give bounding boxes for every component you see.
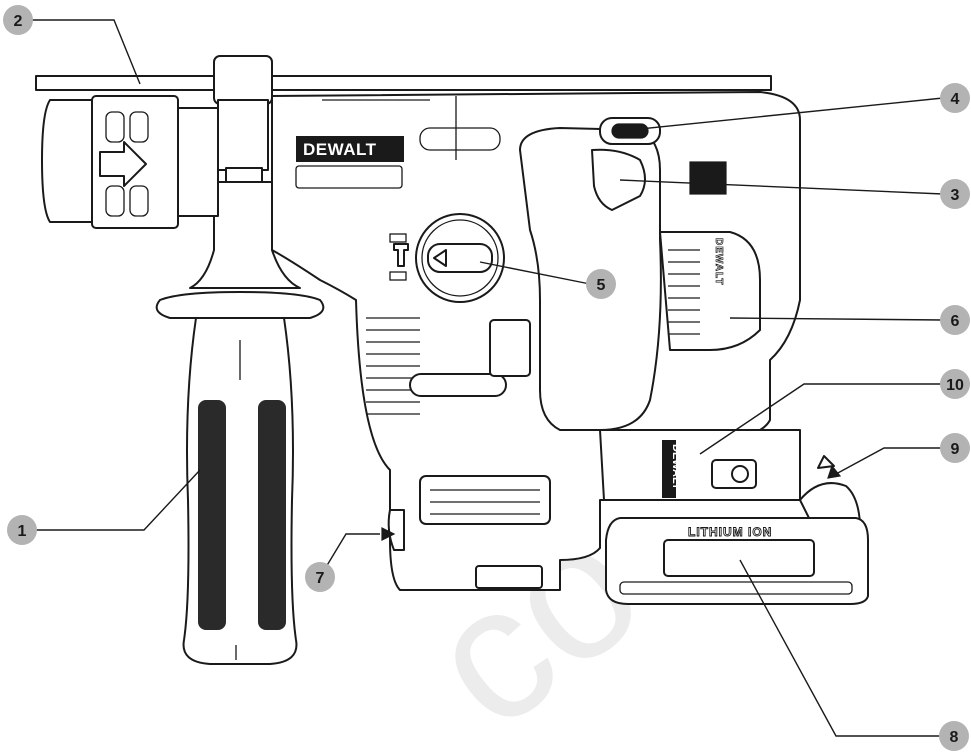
- leader-5: [479, 261, 591, 285]
- callout-10: 10: [940, 369, 970, 399]
- lower-body-details: [387, 475, 551, 589]
- upper-vent: [689, 161, 727, 195]
- leader-10: [699, 383, 943, 455]
- handle-side-label: DEWALT: [713, 238, 724, 285]
- callout-3-number: 3: [951, 187, 960, 204]
- battery-type-label: LITHIUM ION: [688, 525, 772, 539]
- callout-4-number: 4: [951, 91, 960, 108]
- callout-7: 7: [305, 562, 335, 592]
- battery-foot: DEWALT: [599, 429, 862, 541]
- callout-9-number: 9: [951, 441, 960, 458]
- leader-1: [34, 469, 201, 531]
- depth-rod: [35, 75, 772, 91]
- callout-8: 8: [939, 721, 969, 751]
- motor-vents: [366, 317, 531, 415]
- battery-pack: LITHIUM ION: [605, 517, 869, 605]
- hammer-mode-icon: [389, 233, 409, 281]
- leader-lines: [30, 19, 944, 737]
- leader-8: [739, 559, 942, 737]
- callout-2: 2: [3, 5, 33, 35]
- callout-10-number: 10: [946, 377, 964, 394]
- trigger: [591, 148, 646, 211]
- callout-6: 6: [940, 305, 970, 335]
- grip-texture-left: [198, 400, 226, 630]
- grip-texture-right: [258, 400, 286, 630]
- callout-2-number: 2: [14, 13, 23, 30]
- callout-5: 5: [586, 269, 616, 299]
- leader-6: [729, 317, 944, 321]
- logo-plate: [296, 136, 404, 162]
- leader-3: [619, 179, 944, 195]
- foot-logo-plate: [662, 440, 676, 498]
- callout-1-number: 1: [18, 523, 27, 540]
- callout-8-number: 8: [950, 729, 959, 746]
- led-worklight: [387, 509, 405, 551]
- callout-4: 4: [940, 83, 970, 113]
- callout-5-number: 5: [597, 277, 606, 294]
- leader-4: [629, 97, 944, 131]
- foot-logo-text: DEWALT: [670, 444, 682, 490]
- chuck: [41, 95, 219, 229]
- brand-logo-text: DEWALT: [303, 140, 377, 159]
- callout-9: 9: [940, 433, 970, 463]
- callout-1: 1: [7, 515, 37, 545]
- callout-3: 3: [940, 179, 970, 209]
- leader-2: [30, 19, 141, 85]
- callout-6-number: 6: [951, 313, 960, 330]
- handle-grip: DEWALT: [659, 231, 761, 351]
- leader-7: [319, 533, 380, 578]
- trigger-assembly: [591, 117, 727, 211]
- mode-selector: [389, 213, 505, 303]
- leader-9: [835, 447, 943, 475]
- handle-vent-lines: [668, 249, 700, 335]
- callout-7-number: 7: [316, 570, 325, 587]
